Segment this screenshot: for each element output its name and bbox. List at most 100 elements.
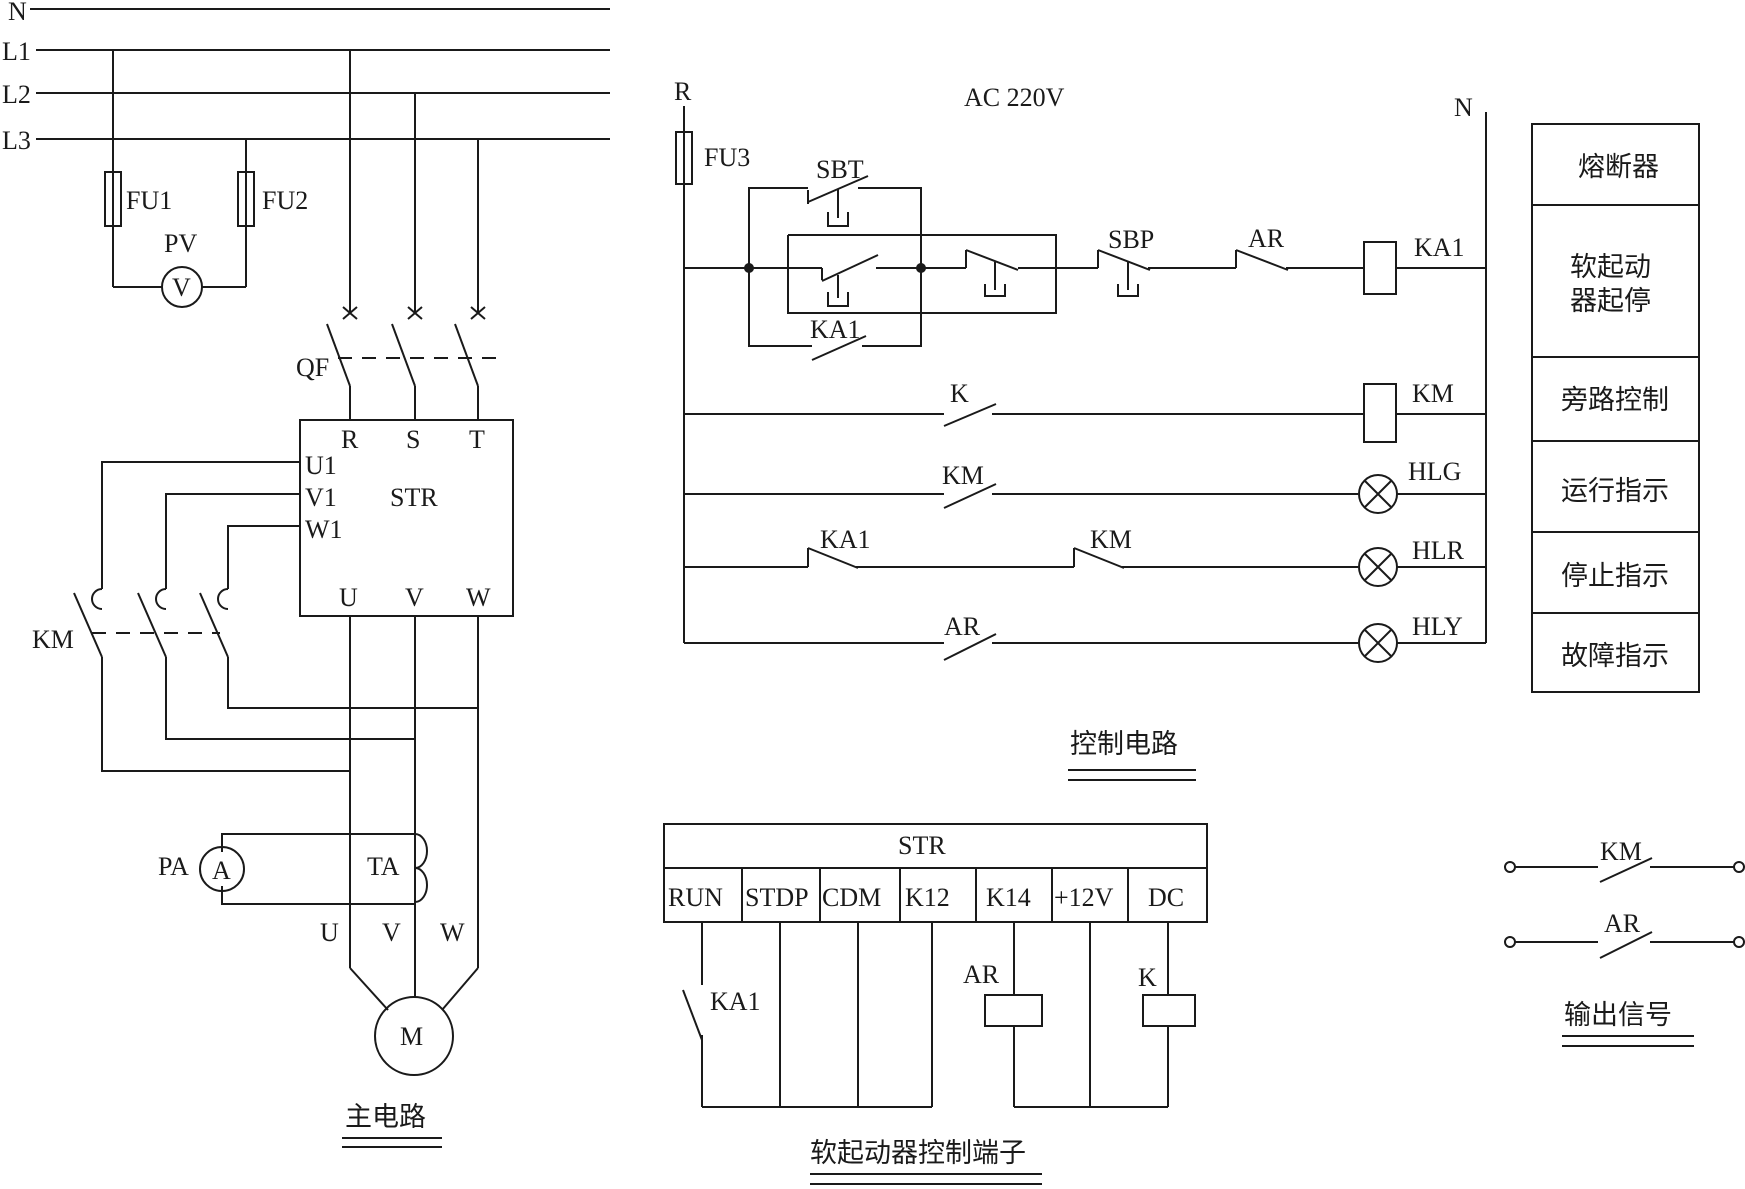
k-contact (943, 403, 997, 427)
ka1-hold-label: KA1 (810, 315, 861, 344)
legend-run: 运行指示 (1561, 476, 1669, 507)
km-bypass-blade-2 (137, 592, 167, 658)
qf-blade-r (326, 323, 351, 387)
km-coil (1363, 383, 1397, 443)
km-row4-label: KM (1090, 525, 1132, 554)
bus-l3-label: L3 (2, 126, 31, 155)
voltmeter-icon (161, 266, 203, 308)
ka1-nc-contact (807, 547, 859, 569)
k-label: K (950, 379, 969, 408)
legend-soft-start: 软起动 器起停 (1570, 252, 1660, 317)
terminal-12v: +12V (1054, 883, 1114, 912)
str-terminal-u: U (339, 583, 358, 612)
str-terminal-r: R (341, 425, 359, 454)
output-signals: KM AR 输出信号 (1504, 837, 1745, 1047)
ka1-terminal-label: KA1 (710, 987, 761, 1016)
motor-w-label: W (440, 918, 465, 947)
ar-label: AR (1248, 224, 1285, 253)
str-terminal-v1: V1 (305, 483, 337, 512)
ka1-coil-label: KA1 (1414, 233, 1465, 262)
km-no-contact (943, 483, 997, 509)
output-ar-label: AR (1604, 909, 1641, 938)
output-km-contact (1599, 857, 1653, 883)
sbt-nc-contact (965, 249, 1019, 271)
ta-label: TA (367, 852, 400, 881)
legend-fuse: 熔断器 (1578, 152, 1659, 183)
voltmeter-symbol: V (172, 273, 191, 302)
ar-relay-label: AR (963, 960, 1000, 989)
legend-fault: 故障指示 (1561, 641, 1669, 672)
ar-relay-coil (984, 994, 1043, 1027)
sbt-inner-contact (821, 254, 879, 282)
motor-icon (374, 996, 454, 1076)
ka1-hold-contact (811, 335, 867, 361)
function-legend: 熔断器 软起动 器起停 旁路控制 运行指示 停止指示 故障指示 (1531, 123, 1700, 693)
str-terminal-u1: U1 (305, 451, 337, 480)
str-terminal-v: V (405, 583, 424, 612)
output-title: 输出信号 (1564, 1000, 1672, 1031)
qf-label: QF (296, 353, 329, 382)
fuse-fu2 (237, 171, 255, 227)
terminal-header: STR (898, 831, 946, 860)
k-relay-coil (1142, 994, 1196, 1027)
ka1-coil (1363, 241, 1397, 295)
motor-symbol: M (400, 1022, 423, 1051)
control-r-label: R (674, 77, 692, 106)
str-terminal-t: T (469, 425, 485, 454)
soft-starter-box (299, 419, 514, 617)
km-bypass-blade-1 (73, 592, 103, 658)
terminal-k12: K12 (905, 883, 950, 912)
main-circuit: N L1 L2 L3 FU1 FU2 PV V QF R S T U1 V1 W… (2, 0, 610, 1148)
str-name: STR (390, 483, 438, 512)
pa-label: PA (158, 852, 189, 881)
ammeter-icon (199, 846, 245, 892)
km-bypass-blade-3 (199, 592, 229, 658)
soft-starter-terminals: STR RUN STDP CDM K12 K14 +12V DC KA1 AR … (663, 823, 1208, 1185)
terminal-k14: K14 (986, 883, 1031, 912)
ka1-terminal-contact (682, 989, 703, 1041)
output-km-label: KM (1600, 837, 1642, 866)
terminal-stdp: STDP (745, 883, 809, 912)
hly-label: HLY (1412, 612, 1463, 641)
qf-blade-t (454, 323, 479, 387)
hlg-label: HLG (1408, 457, 1461, 486)
control-n-label: N (1454, 93, 1473, 122)
fu3-label: FU3 (704, 143, 750, 172)
motor-u-label: U (320, 918, 339, 947)
terminal-cdm: CDM (822, 883, 881, 912)
hlr-label: HLR (1412, 536, 1465, 565)
ammeter-symbol: A (212, 856, 231, 885)
ar-row5-label: AR (944, 612, 981, 641)
terminal-run: RUN (668, 883, 723, 912)
motor-v-label: V (382, 918, 401, 947)
control-ac-label: AC 220V (964, 83, 1065, 112)
km-row3-label: KM (942, 461, 984, 490)
ar-nc-contact (1235, 249, 1289, 271)
legend-stop: 停止指示 (1561, 561, 1669, 592)
ka1-row4-label: KA1 (820, 525, 871, 554)
bus-n-label: N (8, 0, 27, 26)
str-terminal-w: W (466, 583, 491, 612)
fu1-label: FU1 (126, 186, 172, 215)
ar-no-contact (943, 633, 997, 661)
bus-l1-label: L1 (2, 37, 31, 66)
qf-blade-s (391, 323, 416, 387)
pv-label: PV (164, 229, 197, 258)
control-circuit-title: 控制电路 (1070, 729, 1178, 760)
bus-l2-label: L2 (2, 80, 31, 109)
str-terminal-s: S (406, 425, 420, 454)
km-bypass-label: KM (32, 625, 74, 654)
str-terminal-w1: W1 (305, 515, 343, 544)
km-nc-contact (1073, 547, 1125, 569)
control-circuit: R AC 220V N FU3 SBT KA1 SBP AR KA1 (674, 77, 1487, 781)
fuse-fu1 (104, 171, 122, 227)
main-circuit-title: 主电路 (345, 1102, 426, 1133)
sbt-label: SBT (816, 155, 864, 184)
fuse-fu3 (675, 131, 693, 185)
sbp-contact (1097, 249, 1151, 271)
fu2-label: FU2 (262, 186, 308, 215)
legend-bypass: 旁路控制 (1561, 385, 1669, 416)
terminals-title: 软起动器控制端子 (810, 1138, 1026, 1169)
terminal-dc: DC (1148, 883, 1184, 912)
